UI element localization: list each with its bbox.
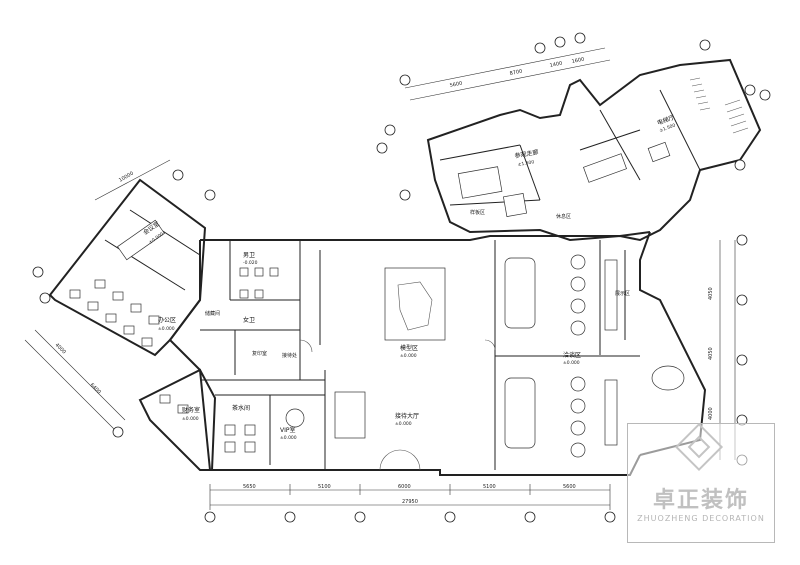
svg-text:4050: 4050: [708, 287, 714, 300]
svg-text:±0.000: ±0.000: [158, 326, 175, 332]
room-label-office: 办公区: [158, 316, 176, 324]
room-label-vip: VIP室: [280, 426, 296, 434]
top-dimensions: 5600 8700 1400 1600: [404, 47, 611, 101]
room-label-reception: 接待处: [282, 352, 297, 359]
svg-text:6000: 6000: [398, 484, 411, 490]
room-label-finance: 财务室: [182, 406, 200, 414]
room-label-sample-unit: 参观走廊: [514, 148, 539, 160]
room-label-tea: 茶水间: [232, 404, 250, 412]
stair: [689, 77, 749, 134]
watermark-logo: 卓正装饰 ZHUOZHENG DECORATION: [627, 422, 775, 543]
svg-text:±0.000: ±0.000: [395, 421, 412, 427]
svg-text:±0.000: ±0.000: [280, 435, 297, 441]
room-label-model: 模型区: [400, 344, 418, 352]
svg-text:8700: 8700: [509, 69, 523, 77]
svg-text:1400: 1400: [549, 61, 563, 69]
svg-text:±0.000: ±0.000: [182, 416, 199, 422]
room-label-storage: 储藏间: [205, 310, 220, 317]
negotiation-tables: [504, 254, 685, 458]
svg-text:-0.020: -0.020: [243, 260, 258, 266]
svg-text:5100: 5100: [483, 484, 496, 490]
office-desks: [69, 219, 366, 453]
svg-text:5600: 5600: [563, 484, 576, 490]
svg-text:6400: 6400: [89, 382, 102, 395]
svg-text:±0.000: ±0.000: [563, 360, 580, 366]
svg-text:±0.000: ±0.000: [400, 353, 417, 359]
model-table: [384, 267, 446, 341]
room-label-negotiation: 洽谈区: [563, 351, 581, 359]
svg-text:±1.500: ±1.500: [517, 159, 535, 168]
svg-text:4050: 4050: [708, 347, 714, 360]
bottom-dimensions: 5650 5100 6000 5100 5600 27950: [209, 484, 611, 510]
svg-text:27950: 27950: [402, 499, 418, 505]
svg-text:4000: 4000: [708, 407, 714, 420]
room-label-sample: 样板区: [470, 209, 485, 216]
room-label-toilet-f: 女卫: [243, 316, 255, 324]
svg-text:±1.500: ±1.500: [659, 122, 677, 133]
upper-wing-walls: [426, 58, 762, 242]
left-dimensions: 10000 4000 6400: [24, 159, 171, 431]
room-label-lounge: 休息区: [556, 213, 571, 220]
svg-text:5100: 5100: [318, 484, 331, 490]
watermark-cn: 卓正装饰: [652, 487, 749, 513]
svg-text:5600: 5600: [449, 81, 463, 89]
svg-text:5650: 5650: [243, 484, 256, 490]
svg-text:1600: 1600: [571, 57, 585, 65]
doors: [299, 339, 496, 471]
office-wing-walls: [48, 178, 217, 471]
watermark-en: ZHUOZHENG DECORATION: [637, 514, 765, 523]
svg-text:10000: 10000: [118, 171, 135, 184]
room-label-lobby: 接待大厅: [395, 412, 419, 420]
room-label-toilet-m: 男卫: [243, 252, 255, 259]
room-label-copy: 复印室: [252, 350, 267, 357]
room-label-showroom: 展示区: [615, 291, 630, 297]
svg-text:4000: 4000: [54, 342, 67, 355]
